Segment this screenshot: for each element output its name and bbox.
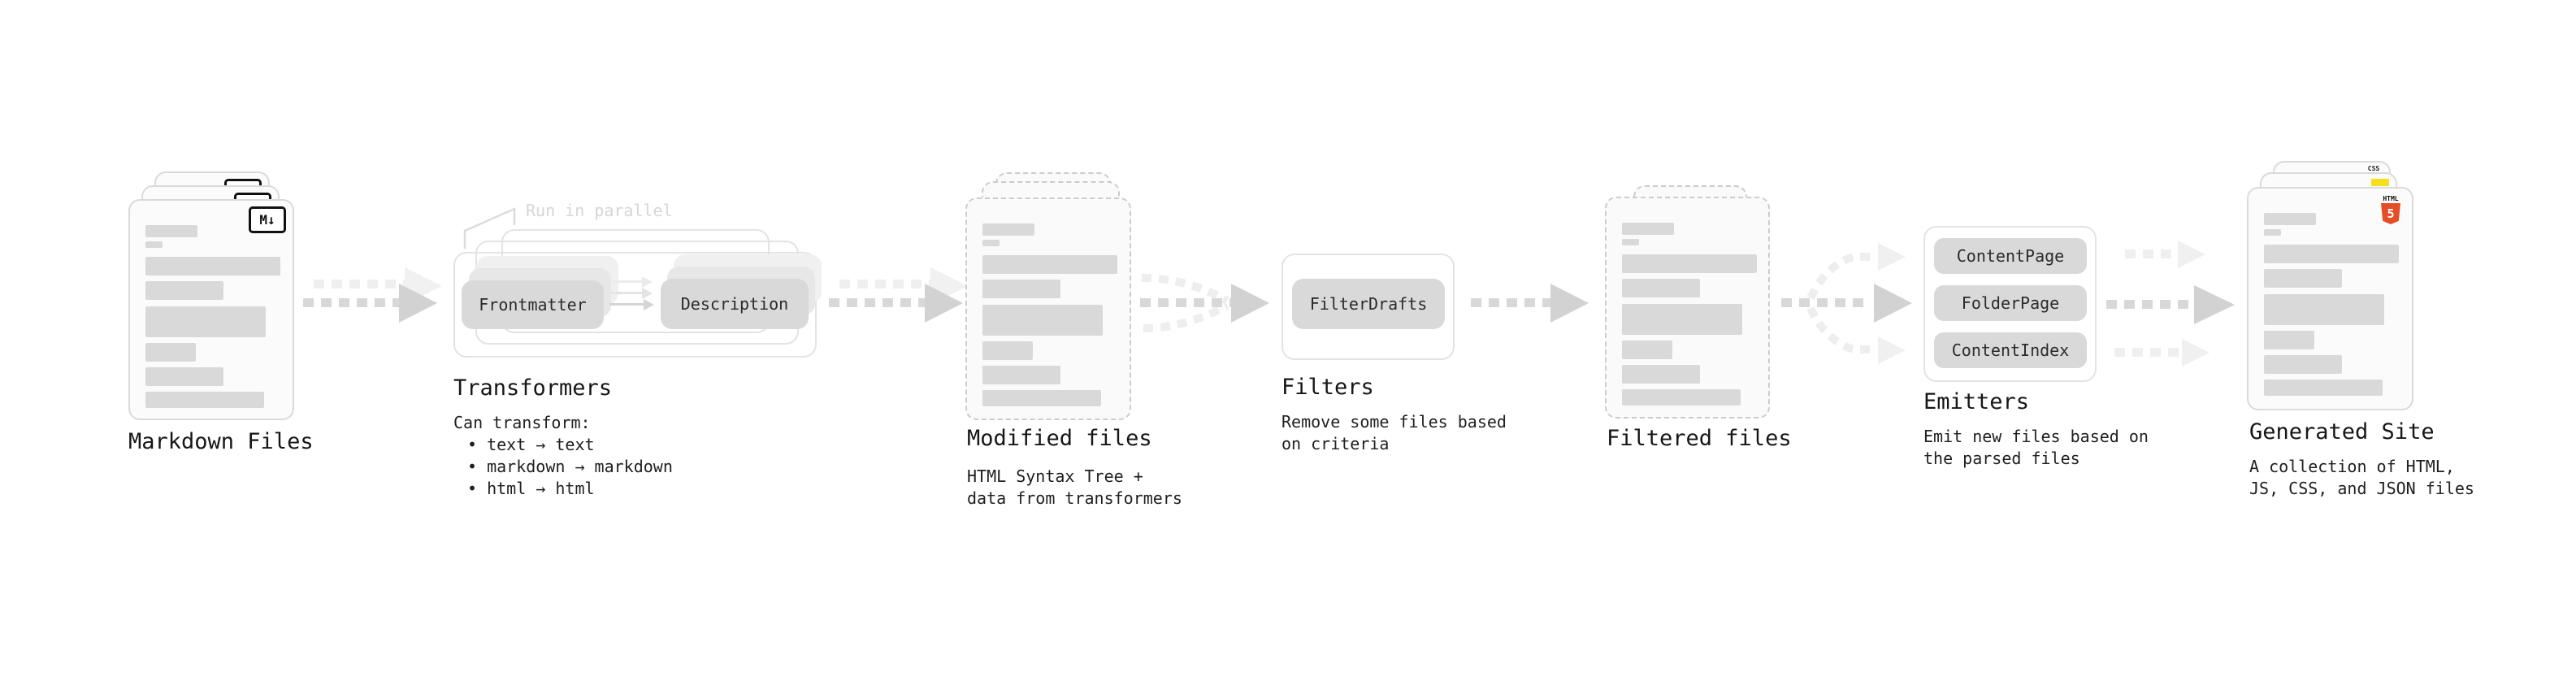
description-pill: Description	[661, 279, 809, 329]
transformer-container	[453, 252, 817, 358]
markdown-icon: M↓	[249, 206, 286, 233]
html5-icon: HTML 5	[2381, 195, 2400, 224]
filtered-files-label: Filtered files	[1607, 426, 1792, 451]
document-skeleton	[967, 199, 1130, 419]
run-in-parallel-note: Run in parallel	[526, 201, 673, 220]
markdown-file-card: M↓	[128, 199, 294, 420]
modified-files-description: HTML Syntax Tree + data from transformer…	[967, 466, 1182, 508]
transformers-description: Can transform: • text → text • markdown …	[453, 413, 673, 498]
filters-label: Filters	[1281, 375, 1374, 400]
javascript-icon	[2371, 179, 2389, 186]
filterdrafts-pill: FilterDrafts	[1292, 279, 1445, 329]
contentindex-pill: ContentIndex	[1934, 332, 2087, 368]
modified-file-card	[965, 197, 1131, 420]
document-skeleton	[1607, 198, 1768, 417]
document-skeleton	[2249, 189, 2412, 409]
emitters-description: Emit new files based on the parsed files	[1923, 427, 2149, 468]
generated-site-description: A collection of HTML, JS, CSS, and JSON …	[2249, 457, 2474, 498]
transformers-label: Transformers	[453, 375, 613, 401]
markdown-files-label: Markdown Files	[128, 429, 314, 454]
document-skeleton	[130, 201, 293, 419]
modified-files-label: Modified files	[967, 426, 1152, 451]
emitters-label: Emitters	[1923, 389, 2030, 414]
folderpage-pill: FolderPage	[1934, 285, 2087, 321]
generated-site-label: Generated Site	[2249, 419, 2435, 445]
callout-leader-line	[463, 207, 516, 249]
filtered-file-card	[1605, 197, 1770, 419]
frontmatter-pill: Frontmatter	[462, 280, 604, 329]
generated-html-card: HTML 5	[2247, 187, 2413, 410]
contentpage-pill: ContentPage	[1934, 238, 2087, 274]
filters-description: Remove some files based on criteria	[1281, 412, 1507, 453]
